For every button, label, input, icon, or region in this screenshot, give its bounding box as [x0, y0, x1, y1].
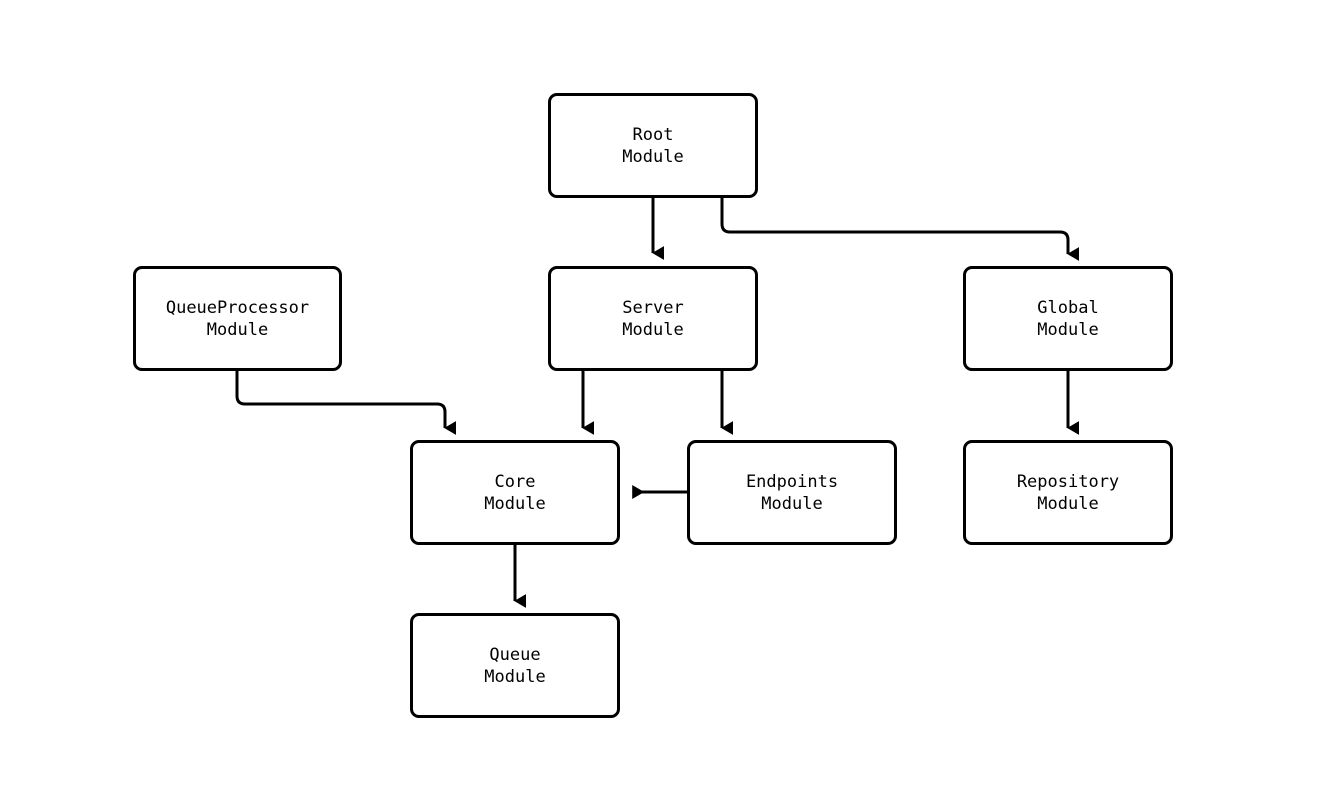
- node-queueprocessor[interactable]: QueueProcessor Module: [133, 266, 342, 371]
- node-endpoints-label-line2: Module: [761, 493, 823, 514]
- edge-queueprocessor-to-core: [235, 371, 457, 435]
- node-repository-label-line2: Module: [1037, 493, 1099, 514]
- node-root[interactable]: Root Module: [548, 93, 758, 198]
- node-queue-label-line1: Queue: [489, 644, 541, 665]
- node-endpoints-label-line1: Endpoints: [745, 471, 839, 492]
- edge-root-to-global: [720, 198, 1080, 261]
- node-server-label-line1: Server: [622, 297, 684, 318]
- node-core-label-line2: Module: [484, 493, 546, 514]
- node-queueprocessor-label-line2: Module: [206, 319, 269, 340]
- node-global-label-line1: Global: [1037, 297, 1099, 318]
- node-queue-label-line2: Module: [484, 666, 546, 687]
- node-queueprocessor-label-line1: QueueProcessor: [165, 297, 310, 318]
- node-repository-label-line1: Repository: [1016, 471, 1120, 492]
- node-core[interactable]: Core Module: [410, 440, 620, 545]
- node-root-label-line1: Root: [632, 124, 674, 145]
- node-core-label-line1: Core: [494, 471, 536, 492]
- node-global-label-line2: Module: [1037, 319, 1099, 340]
- node-queue[interactable]: Queue Module: [410, 613, 620, 718]
- node-server[interactable]: Server Module: [548, 266, 758, 371]
- node-global[interactable]: Global Module: [963, 266, 1173, 371]
- node-root-label-line2: Module: [622, 146, 684, 167]
- node-repository[interactable]: Repository Module: [963, 440, 1173, 545]
- node-endpoints[interactable]: Endpoints Module: [687, 440, 897, 545]
- node-server-label-line2: Module: [622, 319, 684, 340]
